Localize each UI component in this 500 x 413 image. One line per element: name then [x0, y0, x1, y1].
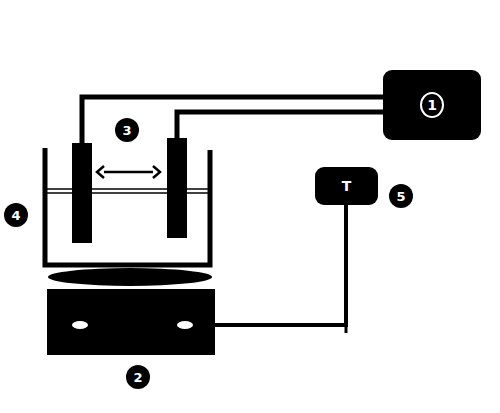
- thermometer-box: T: [315, 167, 378, 205]
- arrowhead: [97, 166, 104, 178]
- callout-number: 2: [126, 365, 150, 389]
- hot-plate: [47, 289, 215, 355]
- arrowhead: [153, 166, 160, 178]
- sensor-cable: [215, 205, 346, 325]
- electrode: [167, 138, 187, 238]
- callout-number: 1: [420, 92, 444, 118]
- wire: [82, 97, 385, 145]
- knob: [177, 321, 193, 329]
- callout-number: 4: [4, 203, 28, 227]
- callout-number: 3: [115, 118, 139, 142]
- wire: [177, 112, 385, 140]
- stir-plate-top: [48, 268, 212, 286]
- electrode: [72, 143, 92, 243]
- box-label: T: [342, 179, 352, 193]
- distance-arrow: [104, 171, 153, 174]
- power-supply: 1: [383, 70, 481, 140]
- cable-joint: [345, 317, 348, 333]
- callout-number: 5: [389, 184, 413, 208]
- knob: [72, 321, 88, 329]
